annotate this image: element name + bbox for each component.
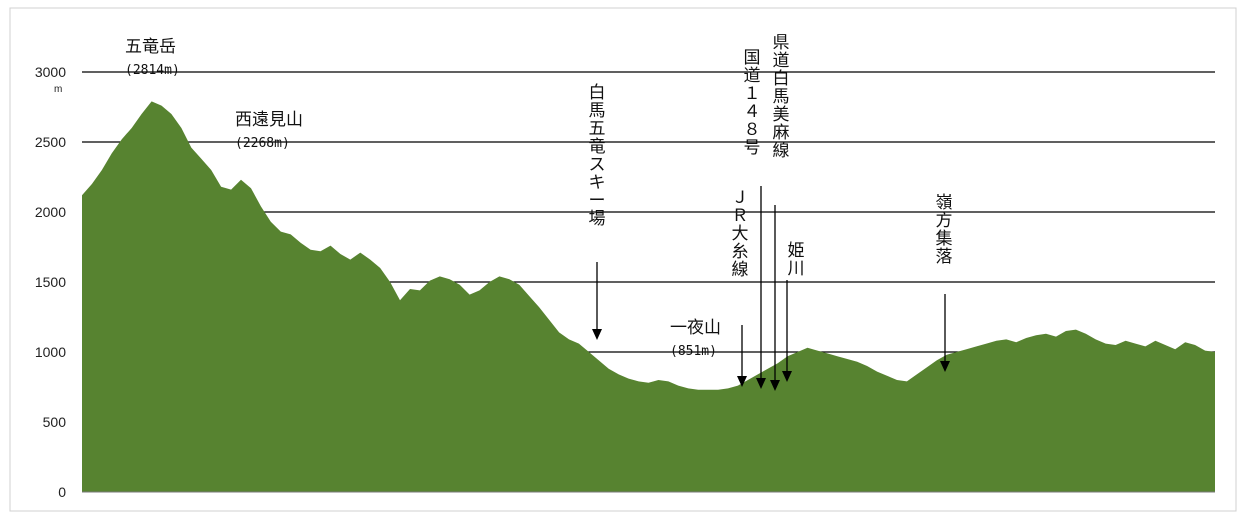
mine-label-char: 集 xyxy=(936,229,953,249)
y-tick-label: 2500 xyxy=(35,134,66,150)
ski-label-char: 場 xyxy=(589,209,606,229)
jr-label-char: Ｒ xyxy=(732,206,749,226)
ski-label-char: 五 xyxy=(589,119,606,139)
r148-label-char: 国 xyxy=(744,48,761,68)
r148-label-char: 号 xyxy=(744,138,761,158)
hime-label-char: 川 xyxy=(788,259,805,279)
ichiya-label: 一夜山 xyxy=(670,318,721,338)
pref-arrowhead xyxy=(782,371,792,382)
ski-label-char: 馬 xyxy=(589,101,606,121)
hime-label-char: 姫 xyxy=(788,241,805,261)
jr-label-char: 大 xyxy=(732,224,749,244)
pref-label-char: 美 xyxy=(773,105,790,125)
y-tick-label: 3000 xyxy=(35,64,66,80)
jr-label-char: 線 xyxy=(732,260,749,280)
elevation-area xyxy=(82,101,1215,493)
mine-label-char: 嶺 xyxy=(936,193,953,213)
mine-label-char: 方 xyxy=(936,211,953,231)
goryudake-elevation: (2814m) xyxy=(125,63,180,78)
pref-label-char: 道 xyxy=(773,51,790,71)
annotations: 五竜岳(2814m)西遠見山(2268m)白馬五竜スキー場一夜山(851m)ＪＲ… xyxy=(125,33,953,391)
pref-label-char: 県 xyxy=(773,33,790,53)
ski-label-char: 竜 xyxy=(589,137,606,157)
y-tick-label: 1000 xyxy=(35,344,66,360)
elevation-area-path xyxy=(82,101,1215,493)
jr-label-char: Ｊ xyxy=(732,188,749,208)
mine-label-char: 落 xyxy=(936,247,953,267)
r148-label-char: ４ xyxy=(744,102,761,122)
ski-label-char: キ xyxy=(589,173,606,193)
y-tick-label: 1500 xyxy=(35,274,66,290)
ichiya-elevation: (851m) xyxy=(670,344,717,359)
r148-arrowhead xyxy=(770,380,780,391)
r148-label-char: ８ xyxy=(744,120,761,140)
mine-arrowhead xyxy=(940,361,950,372)
y-tick-label: 2000 xyxy=(35,204,66,220)
pref-label-char: 白 xyxy=(773,69,790,89)
y-tick-label: 0 xyxy=(58,484,66,500)
ski-label-char: 白 xyxy=(589,83,606,103)
y-axis-ticks: 0 500 1000 1500 2000 2500 3000 xyxy=(35,64,66,500)
nishitomi-label: 西遠見山 xyxy=(235,110,303,130)
jr-arrowhead xyxy=(756,378,766,389)
y-unit-label: m xyxy=(54,84,62,95)
pref-label-char: 馬 xyxy=(773,87,790,107)
r148-label-char: 道 xyxy=(744,66,761,86)
y-tick-label: 500 xyxy=(43,414,67,430)
nishitomi-elevation: (2268m) xyxy=(235,136,290,151)
chart-border xyxy=(9,7,1237,512)
goryudake-label: 五竜岳 xyxy=(125,37,176,57)
jr-label-char: 糸 xyxy=(732,242,749,262)
pref-label-char: 線 xyxy=(773,141,790,161)
ski-arrowhead xyxy=(592,329,602,340)
ski-label-char: ス xyxy=(589,155,606,175)
ichiya-arrowhead xyxy=(737,376,747,387)
ski-label-char: ー xyxy=(589,191,606,211)
r148-label-char: １ xyxy=(744,84,761,104)
pref-label-char: 麻 xyxy=(773,123,790,143)
